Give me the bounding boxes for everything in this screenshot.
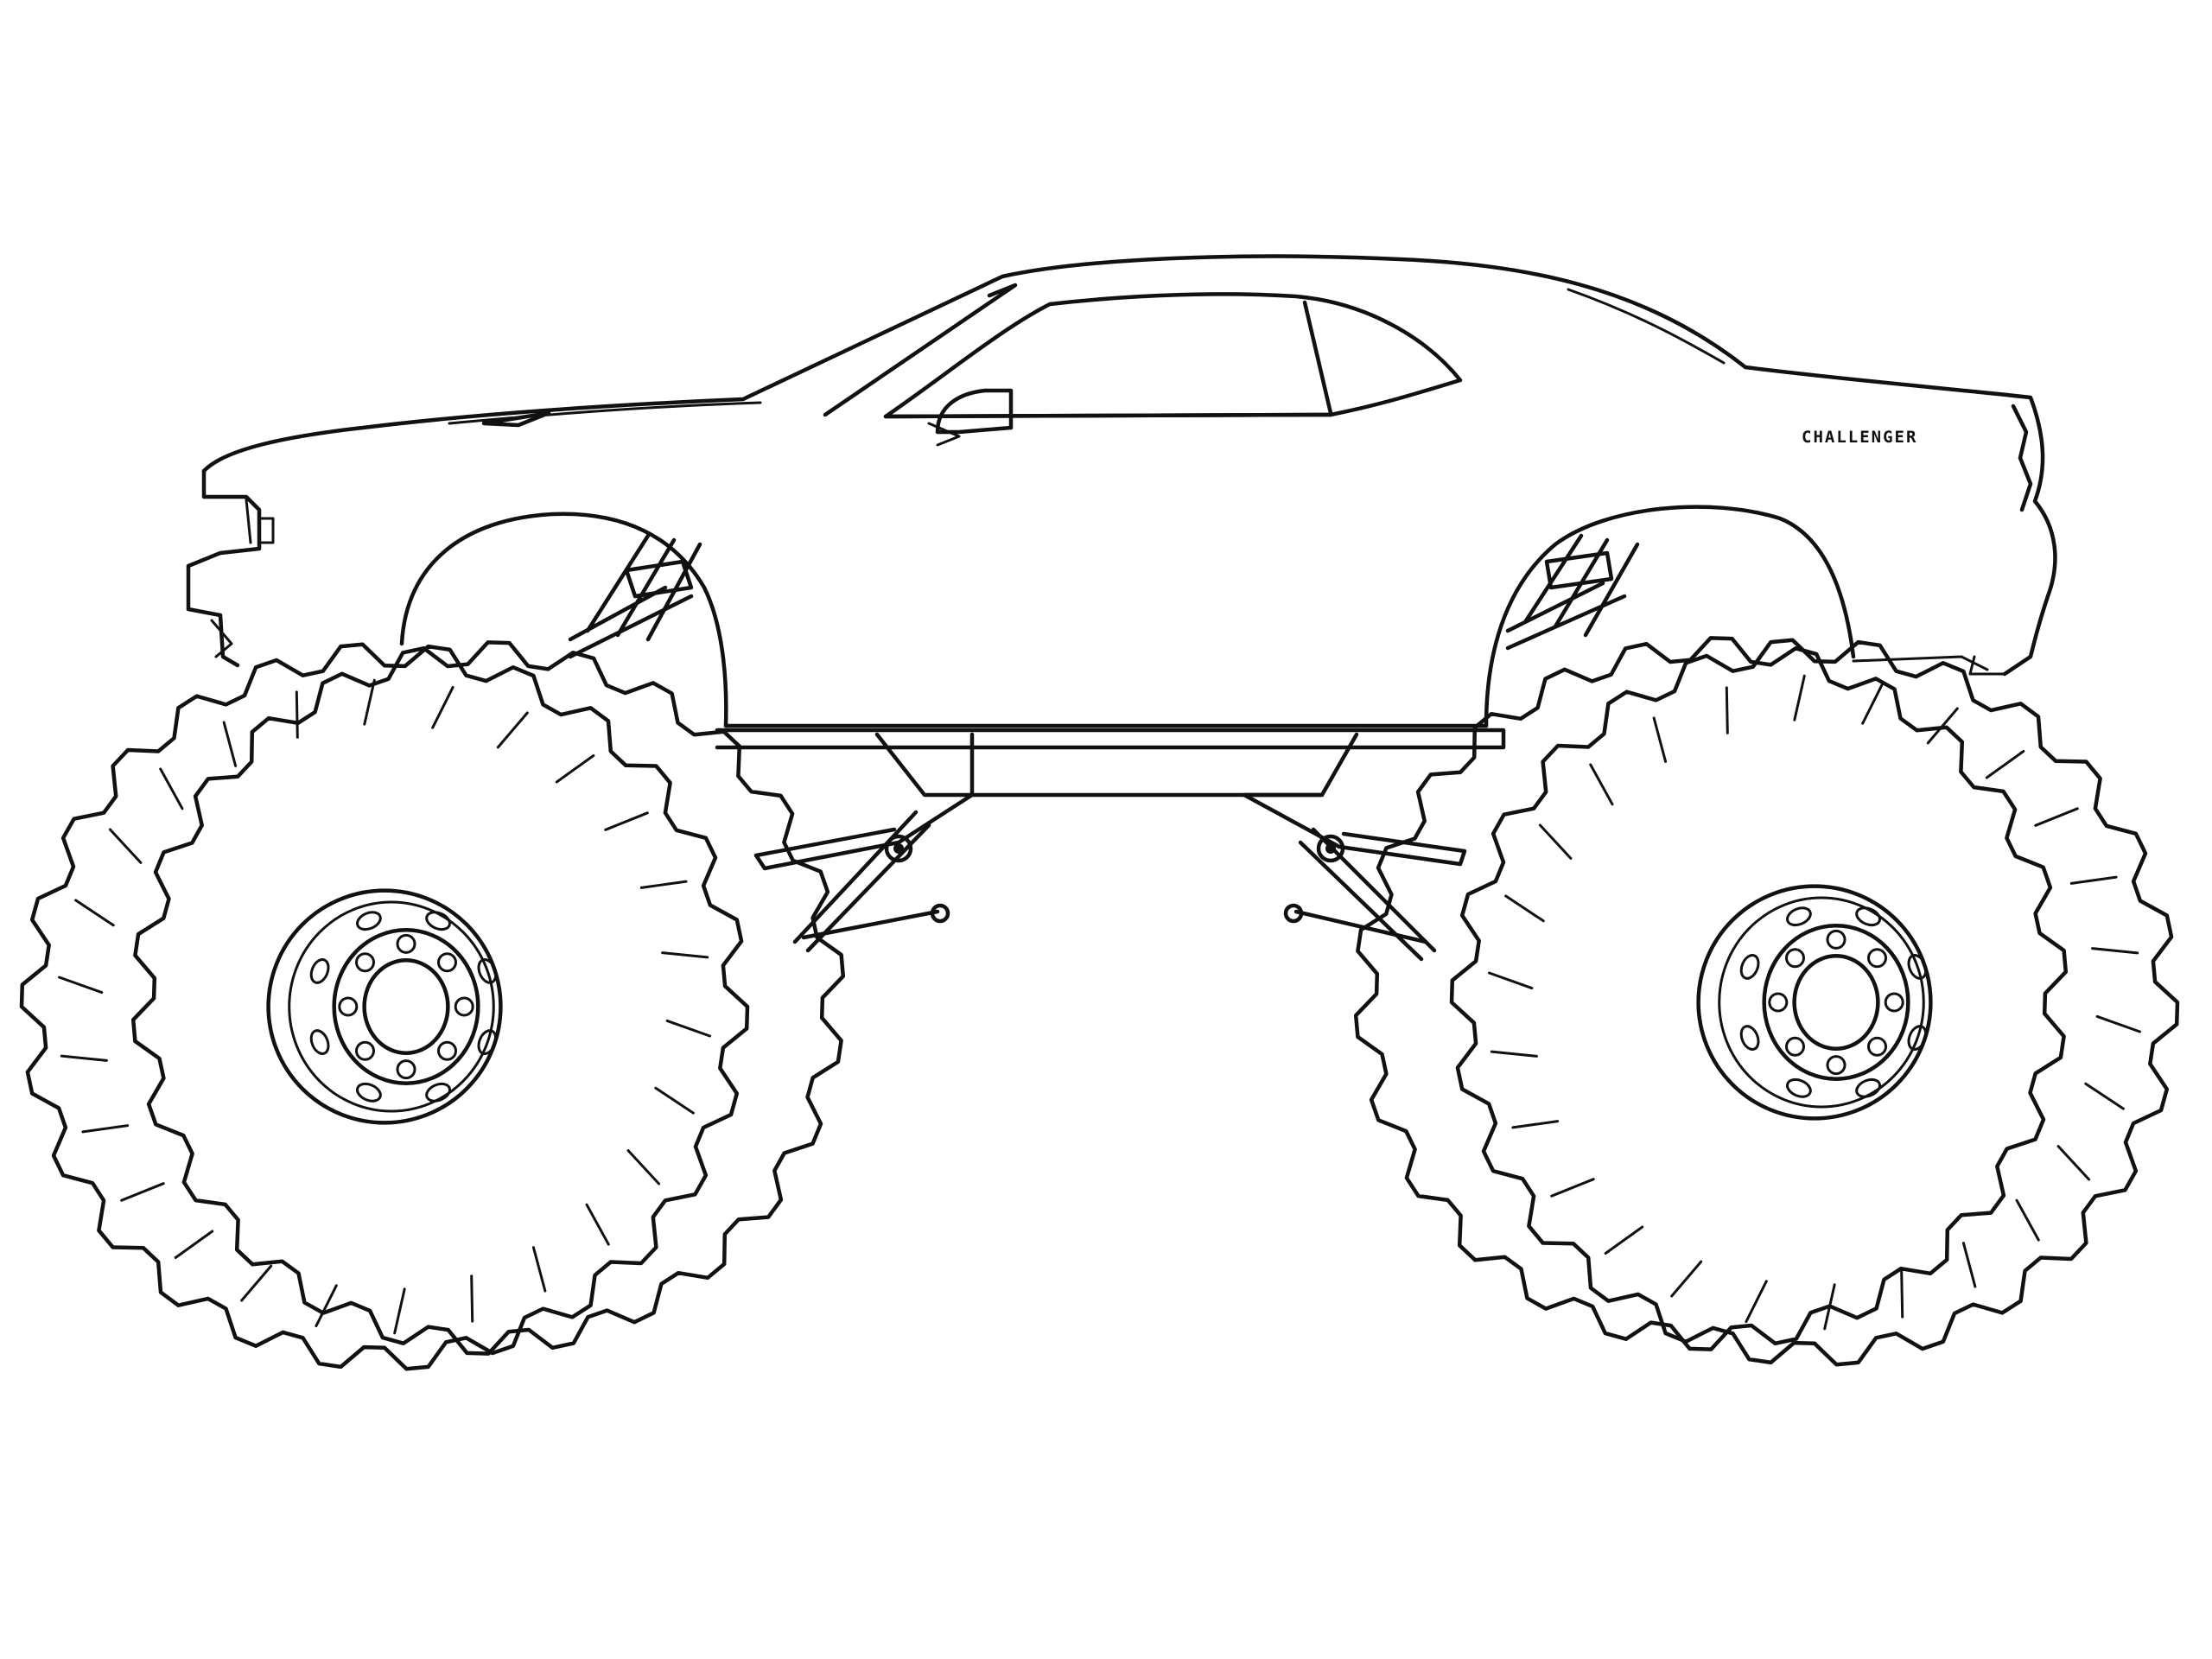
rear-wheel-arch [1484,505,1856,728]
mirror-stalk [927,422,961,447]
rim-vent-rear-wheel [1907,1025,1928,1051]
rear-fender-lip [1852,655,1989,671]
front-bumper [186,468,262,668]
hub-cap-rear-wheel [1792,953,1880,1052]
rim-vent-front-wheel [309,1029,330,1055]
wheels [19,636,2180,1371]
tread-marks-rear-wheel [1488,674,2141,1331]
windshield [823,283,1018,417]
front-tire-front-wheel [19,642,750,1371]
lug-nut-front-wheel [396,1059,416,1080]
lug-nut-rear-wheel [1826,929,1847,950]
car-body: CHALLENGER [186,254,2057,728]
grille-detail [245,498,275,544]
hub-ring-front-wheel [332,928,480,1085]
rim-vent-rear-wheel [1739,954,1760,980]
rear-tire-rear-wheel [1353,636,2069,1351]
lug-nut-rear-wheel [1884,992,1904,1013]
rim-vent-rear-wheel [1855,906,1881,927]
rim-vent-front-wheel [425,911,451,931]
rim-vent-front-wheel [356,911,382,931]
lug-nut-rear-wheel [1785,1036,1805,1057]
lug-nut-rear-wheel [1867,948,1887,969]
front-wheel [19,640,846,1371]
hood-scoop [481,410,551,428]
rim-vent-rear-wheel [1786,906,1812,927]
rim-vent-front-wheel [477,958,498,984]
lug-nut-front-wheel [355,952,375,973]
side-window [883,292,1463,419]
tail-light [2011,404,2033,512]
lug-nut-front-wheel [437,1040,457,1061]
hood-line [448,401,762,425]
rear-trim [1968,655,2006,676]
lug-nut-front-wheel [454,996,474,1017]
rim-vent-rear-wheel [1739,1025,1760,1051]
side-mirror [935,388,1014,435]
front-wheel-arch [399,512,728,728]
lug-nut-front-wheel [338,996,359,1017]
lug-nut-rear-wheel [1785,948,1805,969]
window-bottom [883,412,1333,419]
rim-vent-rear-wheel [1907,954,1928,980]
rim-vent-rear-wheel [1855,1077,1881,1098]
suspension-joints [884,834,1345,924]
rim-vent-front-wheel [425,1082,451,1103]
b-pillar [1302,300,1333,416]
rim-vent-front-wheel [477,1029,498,1055]
lug-nut-rear-wheel [1826,1055,1847,1076]
rim-vent-rear-wheel [1786,1077,1812,1098]
rim-inner-front-wheel [288,900,495,1113]
rear-tire-front-wheel [130,640,846,1356]
front-tire-rear-wheel [1449,638,2180,1367]
rim-vent-front-wheel [309,958,330,984]
hub-ring-rear-wheel [1762,924,1910,1081]
rear-wheel [1353,636,2180,1367]
rim-inner-rear-wheel [1718,896,1925,1109]
hub-cap-front-wheel [362,957,450,1056]
lug-nut-front-wheel [396,933,416,954]
body-outline [201,254,2057,677]
rim-outer-front-wheel [266,888,503,1125]
tread-marks-front-wheel [58,678,711,1335]
badge-text: CHALLENGER [1802,428,1917,447]
lug-nut-rear-wheel [1867,1036,1887,1057]
lug-nut-front-wheel [437,952,457,973]
rear-shocks [1505,533,1640,651]
rim-outer-rear-wheel [1696,884,1933,1121]
rim-vent-front-wheel [356,1082,382,1103]
lug-nut-front-wheel [355,1040,375,1061]
chassis [715,728,1506,962]
lower-spoiler [210,619,233,658]
lug-nut-rear-wheel [1768,992,1789,1013]
front-shocks [568,533,702,659]
rear-quarter-line [1567,288,1726,365]
